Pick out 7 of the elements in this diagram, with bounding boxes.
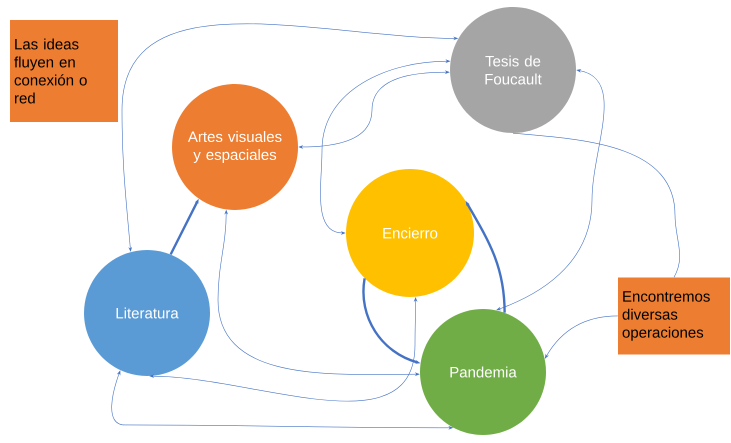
note-box: Las ideas fluyen en conexión o red xyxy=(10,20,118,122)
note-box: Encontremos diversas operaciones xyxy=(618,277,730,354)
circle-node: Literatura xyxy=(84,250,210,376)
circle-node: Pandemia xyxy=(420,308,546,435)
circle-node: Encierro xyxy=(346,168,474,297)
circle-node: Artes visuales y espaciales xyxy=(172,84,298,210)
circle-node: Tesis de Foucault xyxy=(450,7,576,133)
